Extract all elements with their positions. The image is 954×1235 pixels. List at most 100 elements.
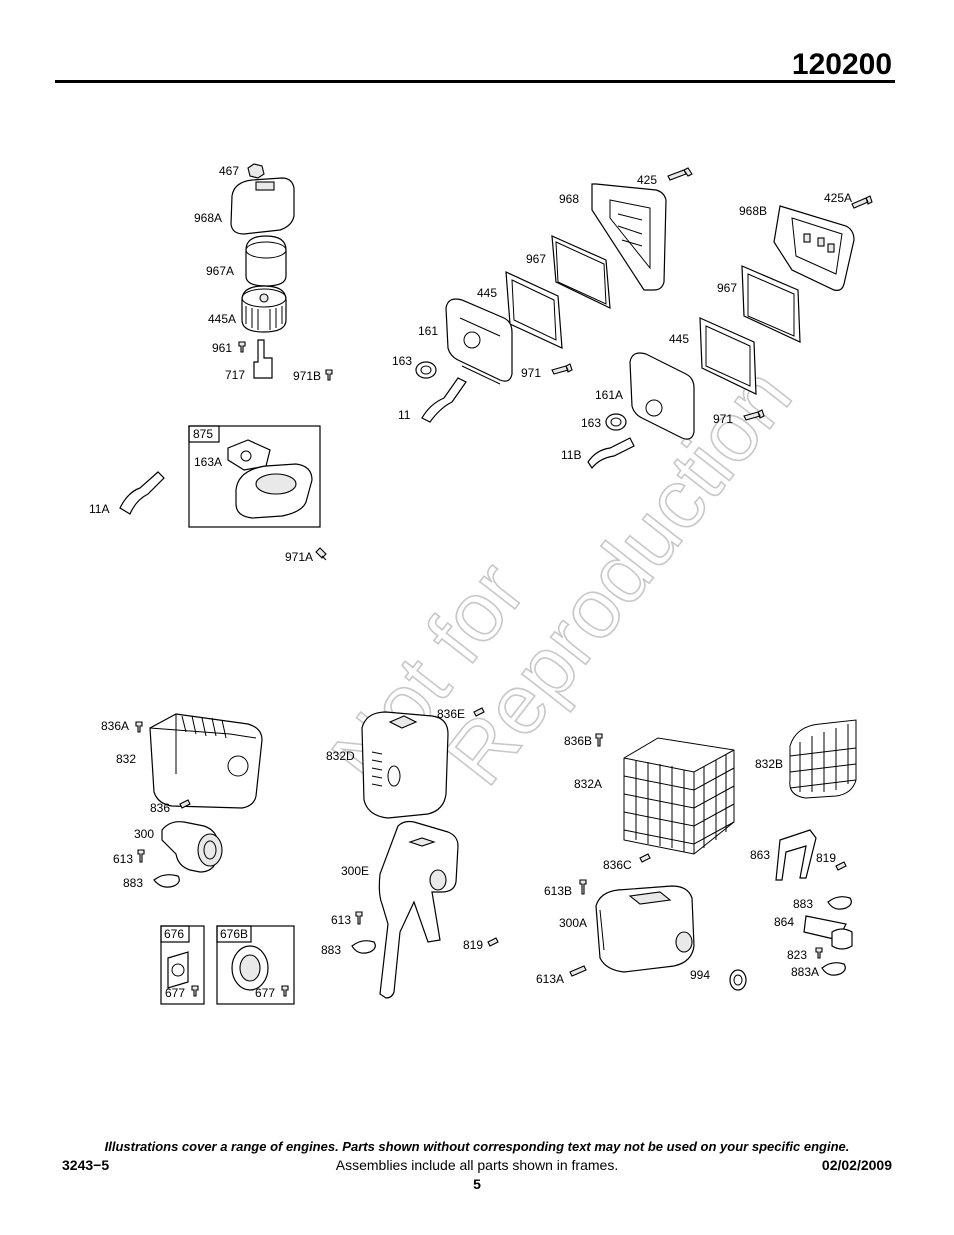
label-967-right: 967	[717, 281, 737, 295]
page-number: 5	[473, 1176, 481, 1192]
cover-968a-drawing	[230, 177, 295, 235]
base-161a-drawing	[629, 352, 695, 440]
label-832a: 832A	[574, 777, 602, 791]
frame-676-label: 676	[164, 927, 184, 941]
label-163a: 163A	[194, 455, 222, 469]
rect-air-cleaner-b-group	[587, 195, 873, 470]
muffler-300a-drawing	[595, 885, 695, 973]
label-677-b: 677	[255, 986, 275, 1000]
label-613: 613	[113, 852, 133, 866]
frame-676b: 676B	[216, 925, 295, 1005]
label-300a: 300A	[559, 916, 587, 930]
label-445a: 445A	[208, 312, 236, 326]
frame-875: 875	[188, 425, 321, 528]
label-883-right: 883	[793, 897, 813, 911]
filter-445-right-drawing	[699, 317, 757, 395]
cover-968b-drawing	[773, 205, 855, 291]
label-819-mid: 819	[463, 938, 483, 952]
part-labels: 467 968A 967A 445A 961 717 971B 163A 11A…	[89, 164, 852, 1000]
frame-676: 676	[160, 925, 205, 1005]
label-971: 971	[521, 366, 541, 380]
screw-961-drawing	[238, 341, 246, 353]
base-161-drawing	[445, 298, 513, 382]
muffler-832-drawing	[149, 713, 263, 809]
gasket-163a-drawing	[227, 439, 271, 471]
label-994: 994	[690, 968, 710, 982]
hose-11a-drawing	[119, 471, 165, 515]
label-445: 445	[477, 286, 497, 300]
label-613-mid: 613	[331, 913, 351, 927]
label-883-mid: 883	[321, 943, 341, 957]
label-11: 11	[398, 408, 411, 422]
label-300: 300	[134, 827, 154, 841]
label-836c: 836C	[603, 858, 632, 872]
label-836e: 836E	[437, 707, 465, 721]
model-number: 120200	[791, 48, 892, 81]
oval-air-cleaner-group	[230, 163, 333, 381]
screw-971b-drawing	[325, 369, 333, 381]
label-836a: 836A	[101, 719, 129, 733]
label-883: 883	[123, 876, 143, 890]
knob-467-drawing	[247, 163, 265, 179]
label-161a: 161A	[595, 388, 623, 402]
label-967a: 967A	[206, 264, 234, 278]
label-971b: 971B	[293, 369, 321, 383]
muffler-832-group	[135, 713, 263, 888]
label-968: 968	[559, 192, 579, 206]
label-961: 961	[212, 341, 232, 355]
hose-11-drawing	[421, 377, 467, 423]
label-300e: 300E	[341, 864, 369, 878]
label-425a: 425A	[824, 191, 852, 205]
guard-832a-drawing	[623, 737, 735, 855]
assemblies-note: Assemblies include all parts shown in fr…	[335, 1157, 619, 1173]
muffler-832d-group	[351, 707, 499, 999]
label-863: 863	[750, 848, 770, 862]
guard-832b-drawing	[789, 719, 857, 799]
document-number: 3243−5	[62, 1157, 110, 1173]
label-163: 163	[392, 354, 412, 368]
label-163-right: 163	[581, 416, 601, 430]
label-967: 967	[526, 252, 546, 266]
label-836b: 836B	[564, 734, 592, 748]
frame-676b-label: 676B	[220, 927, 248, 941]
guard-832d-drawing	[361, 711, 449, 819]
bracket-863-drawing	[775, 829, 817, 881]
document-date: 02/02/2009	[821, 1157, 892, 1173]
label-971a: 971A	[285, 550, 313, 564]
muffler-300e-drawing	[378, 820, 459, 999]
label-161: 161	[418, 324, 438, 338]
label-832b: 832B	[755, 757, 783, 771]
label-832: 832	[116, 752, 136, 766]
cover-latch-drawing	[255, 181, 275, 191]
label-677-a: 677	[165, 986, 185, 1000]
label-11b: 11B	[561, 448, 581, 462]
label-613b: 613B	[544, 884, 572, 898]
label-968b: 968B	[739, 204, 767, 218]
label-864: 864	[774, 915, 794, 929]
label-883a: 883A	[791, 965, 819, 979]
precleaner-967a-drawing	[245, 235, 287, 287]
footer-note: Illustrations cover a range of engines. …	[104, 1139, 850, 1154]
label-425: 425	[637, 173, 657, 187]
label-823: 823	[787, 948, 807, 962]
label-832d: 832D	[326, 749, 355, 763]
label-613a: 613A	[536, 972, 564, 986]
bracket-717-drawing	[253, 339, 273, 379]
label-445-right: 445	[669, 332, 689, 346]
muffler-300a-group	[569, 719, 857, 991]
filter-445a-drawing	[241, 285, 287, 333]
filter-445-drawing	[505, 271, 563, 349]
header-rule	[55, 80, 895, 83]
label-717: 717	[225, 368, 245, 382]
label-467: 467	[219, 164, 239, 178]
label-968a: 968A	[194, 211, 222, 225]
frame-875-label: 875	[193, 427, 213, 441]
label-836: 836	[150, 801, 170, 815]
precleaner-967-right-drawing	[741, 265, 801, 343]
label-819: 819	[816, 851, 836, 865]
precleaner-967-drawing	[551, 235, 611, 309]
hose-11b-drawing	[587, 437, 635, 470]
screw-971a-drawing	[315, 547, 327, 561]
label-971-right: 971	[713, 412, 733, 426]
